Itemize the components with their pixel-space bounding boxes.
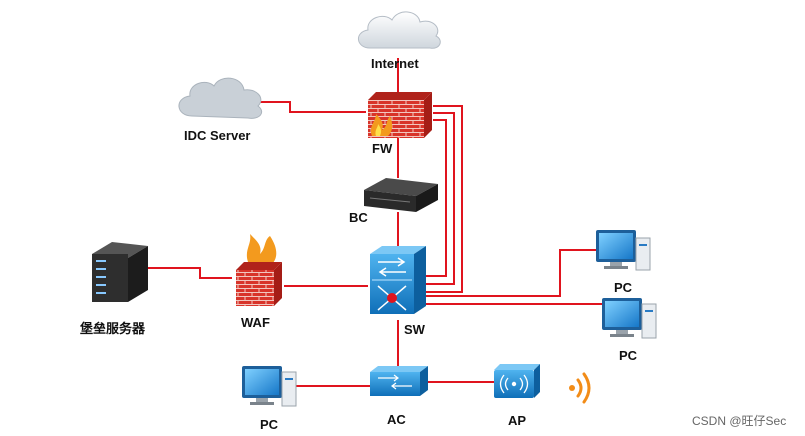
ap-label: AP (508, 413, 527, 428)
link-fw-sw-3 (424, 119, 447, 277)
link-fw-sw-1 (424, 105, 463, 293)
appliance-icon (364, 178, 438, 212)
connection-lines (148, 58, 602, 387)
switch-icon (370, 366, 428, 396)
idc-cloud-icon (178, 77, 263, 119)
waf-label: WAF (241, 315, 270, 330)
bastion-server-label: 堡垒服务器 (80, 321, 146, 336)
access-point-icon (494, 364, 540, 398)
watermark: CSDN @旺仔Sec (692, 414, 787, 428)
sw-label: SW (404, 322, 425, 337)
pc-mid-label: PC (619, 348, 638, 363)
firewall-icon (368, 92, 432, 138)
link-idc-fw (258, 101, 366, 113)
server-rack-icon (92, 242, 148, 302)
fw-label: FW (372, 141, 393, 156)
wifi-signal-icon (569, 372, 591, 404)
bc-label: BC (349, 210, 368, 225)
link-sw-pc-top (424, 249, 598, 297)
idc-server-label: IDC Server (184, 128, 251, 143)
link-fw-sw-2 (424, 112, 455, 285)
internet-cloud-icon (358, 11, 441, 49)
pc-top-icon (596, 230, 651, 271)
core-switch-icon (370, 246, 426, 314)
pc-ac-icon (242, 366, 297, 407)
ac-label: AC (387, 412, 406, 427)
waf-firewall-icon (236, 234, 282, 306)
pc-top-label: PC (614, 280, 633, 295)
internet-label: Internet (371, 56, 419, 71)
pc-ac-label: PC (260, 417, 279, 432)
link-bastion-waf (148, 267, 232, 279)
pc-mid-icon (602, 298, 657, 339)
